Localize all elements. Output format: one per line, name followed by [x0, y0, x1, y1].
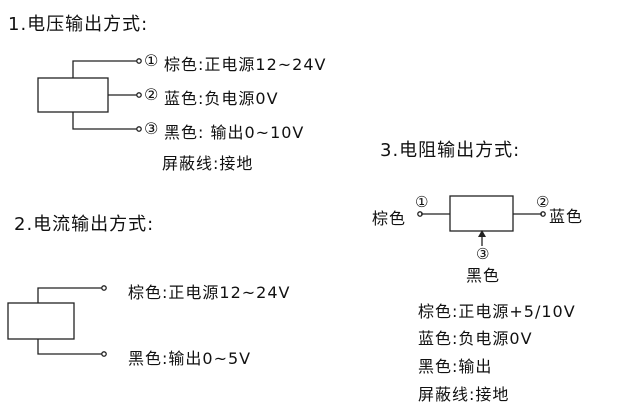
- resistor-left-pin: ①: [415, 193, 430, 211]
- pin2-description: 蓝色:负电源0V: [164, 89, 279, 108]
- sensor2-terminal-bottom: [101, 351, 107, 357]
- sensor2-terminal-top: [101, 285, 107, 291]
- shield-note: 屏蔽线:接地: [162, 154, 254, 173]
- resistor-right-label: 蓝色: [549, 207, 584, 226]
- legend-line-1: 棕色:正电源+5/10V: [418, 302, 576, 321]
- resistor-right-pin: ②: [536, 193, 551, 211]
- section2-title: 2.电流输出方式:: [14, 214, 155, 235]
- sensor1-terminal-3: [136, 126, 142, 132]
- pin3-description: 黑色: 输出0~10V: [164, 123, 305, 142]
- sensor2-wire-brown: [37, 287, 102, 303]
- sensor1-box: [37, 77, 109, 113]
- legend-line-2: 蓝色:负电源0V: [418, 329, 533, 348]
- pin1-number: ①: [144, 51, 160, 70]
- resistor-box: [449, 195, 514, 232]
- resistor-left-label: 棕色: [372, 209, 407, 228]
- sensor1-terminal-1: [136, 58, 142, 64]
- sensor2-box: [7, 302, 75, 340]
- legend-line-4: 屏蔽线:接地: [418, 385, 510, 404]
- sensor1-wire-black: [72, 112, 137, 130]
- sensor1-wire-brown: [72, 60, 137, 78]
- legend-line-3: 黑色:输出: [418, 357, 493, 376]
- section3-title: 3.电阻输出方式:: [380, 140, 521, 161]
- sensor1-terminal-2: [136, 92, 142, 98]
- section2-line-brown: 棕色:正电源12~24V: [128, 283, 291, 302]
- pin1-description: 棕色:正电源12~24V: [164, 55, 327, 74]
- resistor-terminal-right: [540, 211, 546, 217]
- section1-title: 1.电压输出方式:: [8, 14, 149, 35]
- resistor-bottom-label: 黑色: [466, 266, 501, 285]
- resistor-bottom-pin: ③: [476, 245, 491, 263]
- resistor-wiper-arrow: [478, 230, 486, 237]
- sensor2-wire-black: [37, 339, 102, 355]
- resistor-terminal-left: [417, 211, 423, 217]
- section2-line-black: 黑色:输出0~5V: [128, 349, 252, 368]
- pin2-number: ②: [144, 85, 160, 104]
- pin3-number: ③: [144, 119, 160, 138]
